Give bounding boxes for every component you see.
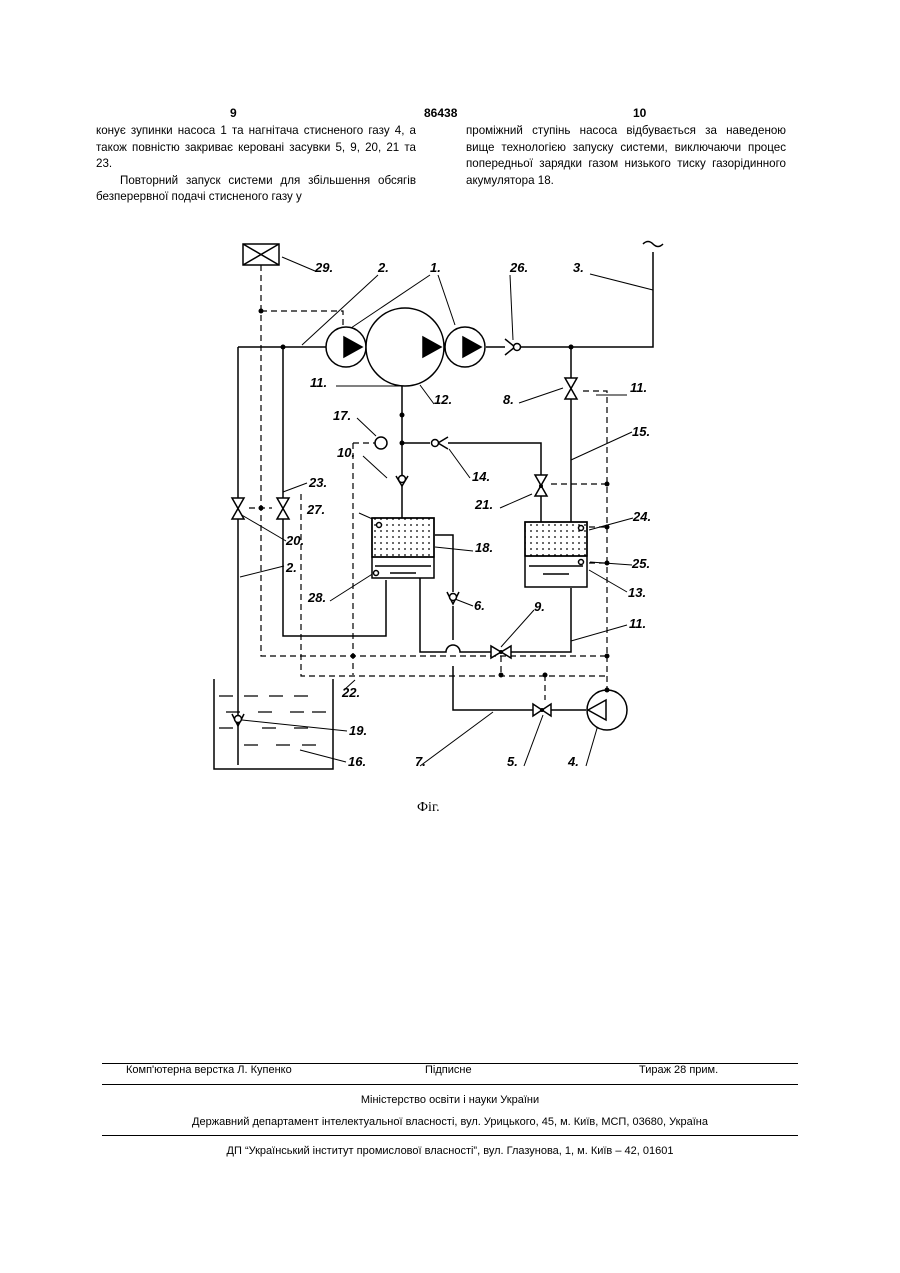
check-valve-6-icon [447,592,459,604]
label-3: 3. [573,260,584,275]
line-end-tilde-icon [643,242,663,247]
gate-valve-8-icon [565,378,577,399]
signed-note: Підписне [425,1064,472,1076]
label-2: 2. [377,260,389,275]
label-2: 2. [285,560,297,575]
label-11: 11. [630,380,647,395]
label-12: 12. [434,392,452,407]
label-25: 25. [631,556,650,571]
label-18: 18. [475,540,493,555]
label-10: 10. [337,445,355,460]
label-29: 29. [314,260,333,275]
department-line: Державний департамент інтелектуальної вл… [0,1116,900,1128]
label-4: 4. [567,754,579,769]
check-valve-14-icon [432,437,449,449]
compressor-4-icon [587,690,627,730]
label-22: 22. [341,685,360,700]
element-29-box-icon [243,244,279,265]
label-11: 11. [629,616,646,631]
institute-line: ДП “Український інститут промислової вла… [0,1145,900,1157]
label-17: 17. [333,408,351,423]
label-28: 28. [307,590,326,605]
check-valve-26-icon [505,339,521,355]
label-1: 1. [430,260,441,275]
figure-caption: Фіг. [417,800,440,816]
gauge-17-icon [375,437,387,449]
label-6: 6. [474,598,485,613]
label-26: 26. [509,260,528,275]
typesetting-credit: Комп'ютерна верстка Л. Купенко [126,1064,292,1076]
label-9: 9. [534,599,545,614]
ministry-line: Міністерство освіти і науки України [0,1094,900,1106]
footer-divider [102,1135,798,1136]
footer-divider [102,1084,798,1085]
label-11: 11. [310,375,327,390]
label-24: 24. [632,509,651,524]
label-13: 13. [628,585,646,600]
label-23: 23. [308,475,327,490]
hydraulic-scheme-figure: 29. 2. 1. 26. 3. 11. 12. 8. 11. 17. 15. … [0,0,900,830]
label-19: 19. [349,723,367,738]
label-21: 21. [474,497,493,512]
label-7: 7. [415,754,426,769]
gate-valve-23-icon [277,498,289,519]
label-14: 14. [472,469,490,484]
label-20: 20. [285,533,304,548]
circulation-note: Тираж 28 прим. [639,1064,718,1076]
label-15: 15. [632,424,650,439]
accumulator-13-icon [525,522,587,587]
label-27: 27. [306,502,325,517]
label-8: 8. [503,392,514,407]
gate-valve-20-icon [232,498,244,519]
check-valve-10-icon [396,476,408,519]
label-16: 16. [348,754,366,769]
label-5: 5. [507,754,518,769]
accumulator-18-icon [372,518,434,578]
